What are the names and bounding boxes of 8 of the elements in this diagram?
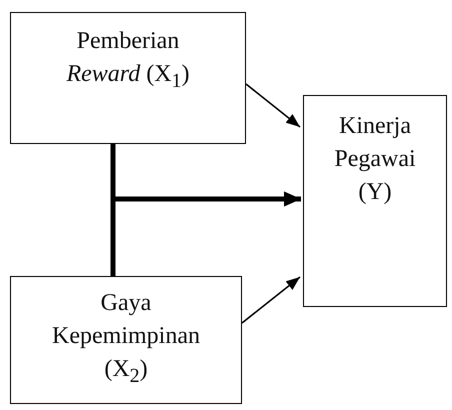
arrow [246,83,300,128]
box-label: Kinerja Pegawai (Y) [333,112,417,207]
variable-box [303,95,447,307]
variable-box [10,12,246,144]
variable-box [10,276,242,404]
arrow [242,276,300,324]
box-label: Pemberian Reward (X$_{1}$) [65,27,191,94]
box-label: Gaya Kepemimpinan (X$_{2}$) [51,289,201,389]
